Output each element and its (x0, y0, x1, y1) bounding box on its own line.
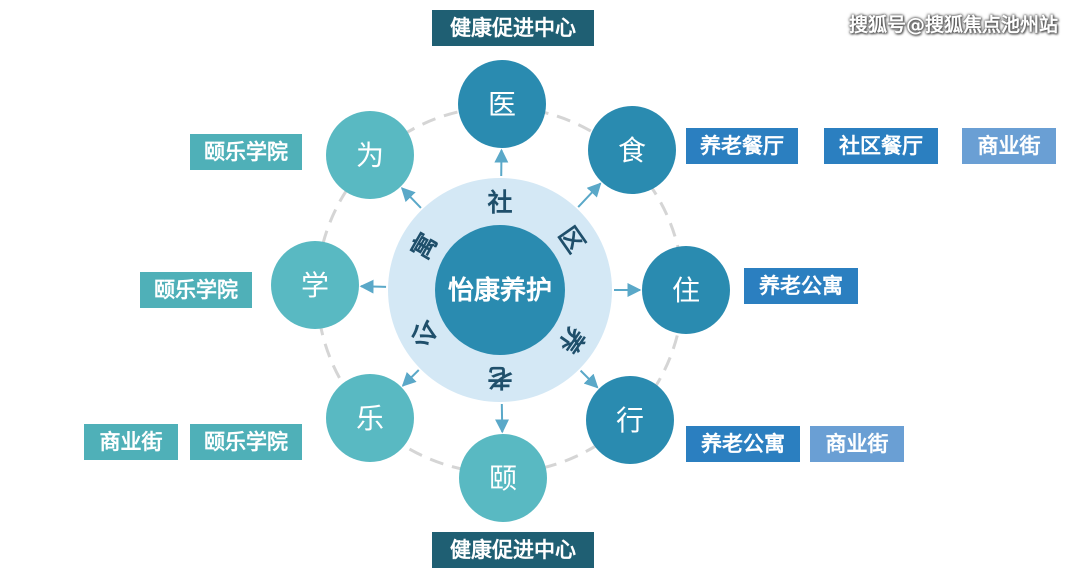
arrow-wei (400, 187, 422, 209)
center-circle (435, 225, 565, 355)
xing-tag-elderly-apartment: 养老公寓 (686, 426, 800, 462)
xue-tag-yile-academy: 颐乐学院 (140, 272, 252, 308)
node-label-yi: 医 (488, 88, 516, 121)
le-tag-yile-academy: 颐乐学院 (190, 424, 302, 460)
node-label-wei: 为 (356, 139, 384, 172)
arrows (359, 148, 642, 434)
node-circle-xue (271, 241, 359, 329)
ring-char-0: 社 (487, 188, 512, 217)
arrow-le (401, 369, 420, 387)
node-circle-le (326, 374, 414, 462)
node-label-zhu: 住 (672, 274, 700, 307)
node-circle-xing (586, 376, 674, 464)
health-center-tag-top: 健康促进中心 (432, 10, 594, 46)
shi-tag-elderly-restaurant: 养老餐厅 (686, 128, 798, 164)
zhu-tag-elderly-apartment: 养老公寓 (744, 268, 858, 304)
node-circle-shi (588, 106, 676, 194)
ring-char-3: 老 (487, 363, 512, 392)
arrow-xue (359, 279, 387, 294)
node-label-xue: 学 (301, 269, 329, 302)
shi-tag-community-restaurant: 社区餐厅 (824, 128, 938, 164)
node-circle-wei (326, 111, 414, 199)
xing-tag-commercial-street: 商业街 (810, 426, 904, 462)
node-circle-zhu (642, 246, 730, 334)
wei-tag-yile-academy: 颐乐学院 (190, 134, 302, 170)
node-label-shi: 食 (618, 134, 646, 167)
node-circle-yi2 (459, 434, 547, 522)
watermark: 搜狐号@搜狐焦点池州站 (848, 14, 1058, 36)
center-label: 怡康养护 (448, 275, 552, 306)
arrow-xing (579, 369, 599, 389)
le-tag-commercial-street: 商业街 (84, 424, 178, 460)
node-circle-yi (458, 60, 546, 148)
node-label-yi2: 颐 (489, 462, 517, 495)
arrow-shi (577, 182, 602, 208)
node-label-le: 乐 (356, 402, 384, 435)
node-label-xing: 行 (616, 404, 644, 437)
health-center-tag-bottom: 健康促进中心 (432, 532, 594, 568)
shi-tag-commercial-street: 商业街 (962, 128, 1056, 164)
